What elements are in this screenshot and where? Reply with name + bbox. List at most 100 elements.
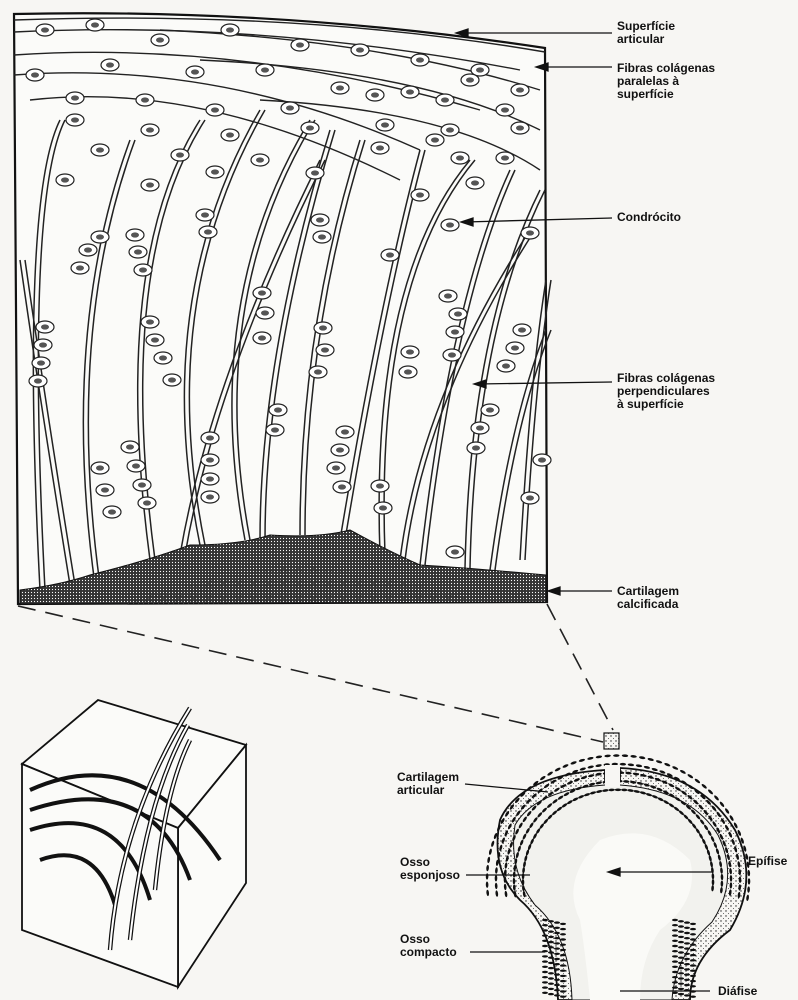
- trabecula: [542, 919, 548, 921]
- chondrocyte-nucleus: [96, 147, 104, 152]
- chondrocyte-nucleus: [379, 505, 387, 510]
- chondrocyte-nucleus: [206, 476, 214, 481]
- chondrocyte-nucleus: [286, 105, 294, 110]
- label-condrocito: Condrócito: [617, 211, 681, 224]
- chondrocyte-nucleus: [226, 132, 234, 137]
- chondrocyte-nucleus: [274, 407, 282, 412]
- trabecula: [678, 957, 684, 959]
- trabecula: [554, 927, 560, 929]
- chondrocyte-nucleus: [206, 435, 214, 440]
- trabecula: [678, 951, 684, 953]
- trabecula: [747, 870, 750, 877]
- chondrocyte-nucleus: [76, 265, 84, 270]
- chondrocyte-nucleus: [376, 145, 384, 150]
- trabecula: [548, 962, 554, 964]
- label-osso-esponjoso: Osso esponjoso: [400, 856, 460, 882]
- trabecula: [579, 767, 586, 771]
- trabecula: [678, 936, 684, 938]
- trabecula: [672, 971, 678, 973]
- trabecula: [542, 981, 548, 983]
- trabecula: [542, 960, 548, 962]
- chondrocyte-nucleus: [71, 117, 79, 122]
- chondrocyte-nucleus: [431, 137, 439, 142]
- trabecula: [554, 963, 560, 965]
- trabecula: [554, 767, 561, 772]
- trabecula: [539, 775, 546, 781]
- bone-epiphysis: [486, 754, 751, 1000]
- trabecula: [690, 996, 696, 998]
- trabecula: [596, 755, 603, 759]
- label-fibras-paralelas: Fibras colágenas paralelas à superfície: [617, 62, 715, 101]
- trabecula: [656, 760, 663, 764]
- trabecula: [560, 928, 566, 930]
- chondrocyte-nucleus: [206, 494, 214, 499]
- chondrocyte-nucleus: [451, 549, 459, 554]
- trabecula: [690, 954, 696, 956]
- trabecula: [684, 973, 690, 975]
- chondrocyte-nucleus: [151, 337, 159, 342]
- chondrocyte-nucleus: [332, 465, 340, 470]
- chondrocyte-nucleus: [39, 342, 47, 347]
- trabecula: [719, 801, 725, 808]
- chondrocyte-nucleus: [311, 170, 319, 175]
- trabecula: [672, 945, 678, 947]
- trabecula: [554, 984, 560, 986]
- trabecula: [487, 857, 491, 864]
- chondrocyte-nucleus: [314, 369, 322, 374]
- trabecula: [615, 789, 621, 792]
- chondrocyte-nucleus: [96, 465, 104, 470]
- chondrocyte-nucleus: [261, 310, 269, 315]
- trabecula: [595, 764, 602, 768]
- trabecula: [554, 968, 560, 970]
- chondrocyte-nucleus: [37, 360, 45, 365]
- chondrocyte-nucleus: [538, 457, 546, 462]
- chondrocyte-nucleus: [143, 500, 151, 505]
- trabecula: [560, 949, 566, 951]
- trabecula: [684, 932, 690, 934]
- trabecula: [690, 933, 696, 935]
- trabecula: [678, 983, 684, 985]
- chondrocyte-nucleus: [441, 97, 449, 102]
- trabecula: [684, 968, 690, 970]
- chondrocyte-nucleus: [321, 347, 329, 352]
- chondrocyte-nucleus: [381, 122, 389, 127]
- chondrocyte-nucleus: [132, 463, 140, 468]
- trabecula: [672, 955, 678, 957]
- trabecula: [690, 938, 696, 940]
- trabecula: [672, 966, 678, 968]
- trabecula: [684, 947, 690, 949]
- trabecula: [548, 983, 554, 985]
- chondrocyte-nucleus: [448, 352, 456, 357]
- trabecula: [620, 763, 626, 766]
- trabecula: [678, 920, 684, 922]
- trabecula: [542, 986, 548, 988]
- chondrocyte-nucleus: [501, 107, 509, 112]
- trabecula: [560, 959, 566, 961]
- trabecula: [587, 765, 594, 769]
- chondrocyte-nucleus: [146, 319, 154, 324]
- trabecula: [548, 957, 554, 959]
- chondrocyte-nucleus: [416, 192, 424, 197]
- chondrocyte-nucleus: [501, 155, 509, 160]
- chondrocyte-nucleus: [518, 327, 526, 332]
- trabecula: [678, 993, 684, 995]
- trabecula: [690, 944, 696, 946]
- chondrocyte-nucleus: [454, 311, 462, 316]
- trabecula: [628, 763, 635, 766]
- trabecula: [548, 993, 554, 995]
- trabecula: [684, 963, 690, 965]
- chondrocyte-nucleus: [526, 230, 534, 235]
- trabecula: [560, 996, 566, 998]
- chondrocyte-nucleus: [91, 22, 99, 27]
- chondrocyte-nucleus: [211, 107, 219, 112]
- chondrocyte-nucleus: [41, 324, 49, 329]
- chondrocyte-nucleus: [511, 345, 519, 350]
- trabecula: [486, 873, 489, 879]
- trabecula: [684, 994, 690, 996]
- chondrocyte-nucleus: [126, 444, 134, 449]
- label-cartilagem-calcificada: Cartilagem calcificada: [617, 585, 679, 611]
- trabecula: [748, 878, 751, 884]
- trabecula: [548, 951, 554, 953]
- chondrocyte-nucleus: [316, 217, 324, 222]
